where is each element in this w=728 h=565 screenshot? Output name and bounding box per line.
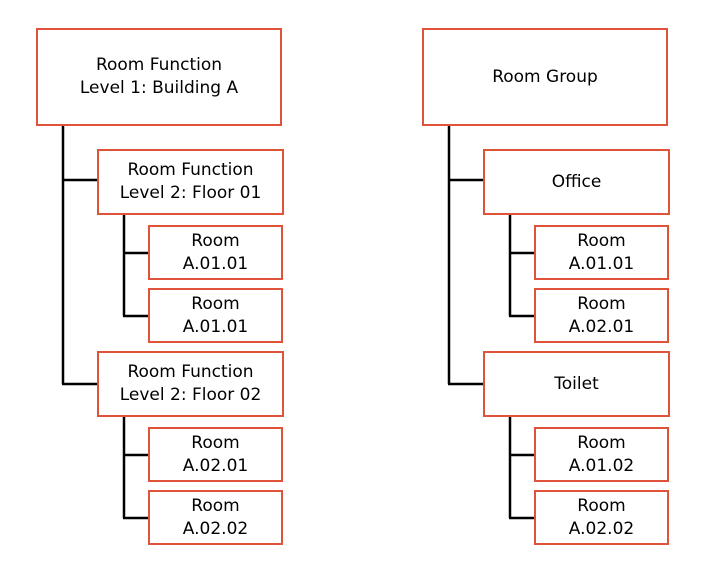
node-sublabel: Level 1: Building A — [79, 78, 239, 98]
node-label: Room — [577, 293, 626, 314]
room-function-floor02-node: Room Function Level 2: Floor 02 — [97, 351, 284, 417]
room-function-floor01-node: Room Function Level 2: Floor 01 — [97, 149, 284, 215]
node-sublabel: A.02.02 — [182, 518, 249, 539]
node-label: Room — [191, 230, 240, 251]
node-sublabel: A.01.02 — [568, 455, 635, 476]
node-sublabel: A.01.01 — [182, 253, 249, 274]
node-label: Room Function — [127, 362, 254, 382]
node-sublabel: A.01.01 — [568, 253, 635, 274]
room-node: Room A.02.02 — [534, 490, 669, 545]
room-node: Room A.02.01 — [148, 427, 283, 482]
node-sublabel: Level 2: Floor 01 — [119, 183, 262, 203]
node-label: Room — [191, 495, 240, 516]
toilet-group-node: Toilet — [483, 351, 670, 417]
node-label: Office — [551, 171, 602, 192]
node-sublabel: A.01.01 — [182, 316, 249, 337]
node-sublabel: A.02.02 — [568, 518, 635, 539]
room-node: Room A.02.01 — [534, 288, 669, 343]
node-sublabel: A.02.01 — [182, 455, 249, 476]
room-node: Room A.01.01 — [148, 288, 283, 343]
room-group-node: Room Group — [422, 28, 668, 126]
node-label: Room — [191, 432, 240, 453]
room-function-building-node: Room Function Level 1: Building A — [36, 28, 282, 126]
node-label: Room Group — [492, 66, 598, 87]
node-sublabel: Level 2: Floor 02 — [119, 385, 262, 405]
node-label: Room Function — [127, 160, 254, 180]
node-label: Room — [191, 293, 240, 314]
room-node: Room A.01.02 — [534, 427, 669, 482]
room-node: Room A.01.01 — [148, 225, 283, 280]
node-label: Room — [577, 495, 626, 516]
room-node: Room A.01.01 — [534, 225, 669, 280]
node-label: Room Function — [95, 55, 223, 75]
node-label: Toilet — [554, 373, 599, 394]
node-label: Room — [577, 432, 626, 453]
office-group-node: Office — [483, 149, 670, 215]
room-node: Room A.02.02 — [148, 490, 283, 545]
node-sublabel: A.02.01 — [568, 316, 635, 337]
node-label: Room — [577, 230, 626, 251]
